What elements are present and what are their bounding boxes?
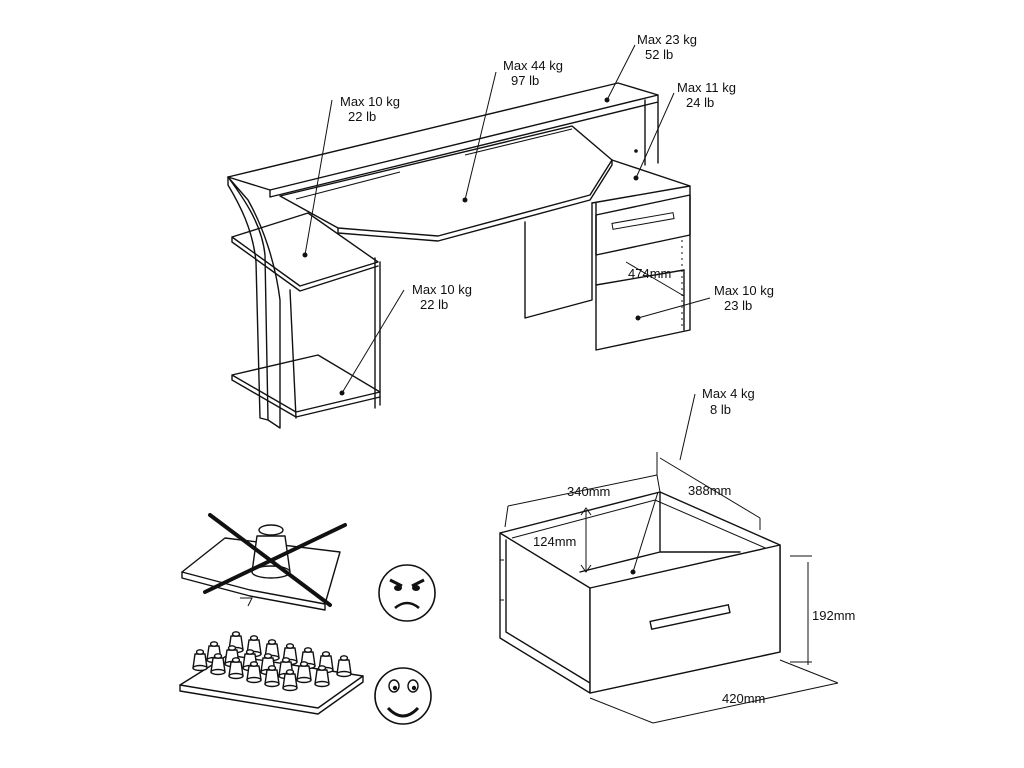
desk-left-lower-shelf [231,354,381,418]
small-weight-icon [296,661,312,684]
desk-center-pedestal [524,202,593,319]
desk-left-leg [227,176,281,429]
right-top-kg: Max 11 kg [677,80,736,95]
small-weight-icon [336,655,352,678]
callout-top-shelf: Max 23 kg 52 lb [604,32,697,103]
desk-top-shelf [227,82,659,198]
small-weight-icon [210,653,226,676]
small-weight-icon [228,657,244,680]
right-lower-kg: Max 10 kg [714,283,774,298]
callout-left-upper-shelf: Max 10 kg 22 lb [302,94,400,258]
top-shelf-kg: Max 23 kg [637,32,697,47]
right-top-lb: 24 lb [686,95,714,110]
small-weight-icon [246,661,262,684]
left-lower-kg: Max 10 kg [412,282,472,297]
left-upper-kg: Max 10 kg [340,94,400,109]
top-shelf-lb: 52 lb [645,47,673,62]
right-lower-lb: 23 lb [724,298,752,313]
shelf-depth-label: 474mm [628,266,671,281]
callout-left-lower-shelf: Max 10 kg 22 lb [339,282,472,396]
desk-right-cabinet [591,159,691,351]
drawer-load-lb: 8 lb [710,402,731,417]
desk-illustration: 474mm Max 23 kg 52 lb Max 44 kg 97 lb Ma… [227,32,774,429]
small-weight-icon [192,649,208,672]
small-weight-icon [314,665,330,688]
callout-right-top: Max 11 kg 24 lb [633,80,736,181]
desktop-kg: Max 44 kg [503,58,563,73]
desk-left-upper-shelf [231,212,379,292]
drawer-width-label: 340mm [567,484,610,499]
desktop-lb: 97 lb [511,73,539,88]
correct-loading-illustration [179,631,432,725]
incorrect-loading-illustration [181,513,436,622]
drawer-front-height-label: 192mm [812,608,855,623]
drawer-load-kg: Max 4 kg [702,386,755,401]
small-weight-icon [282,669,298,692]
happy-face-icon [374,667,432,725]
desk-right-lower-shelf [595,269,685,331]
desk-hutch-upright [644,99,659,166]
cross-mark-icon [203,513,347,607]
distributed-weights [192,631,352,692]
small-weight-icon [264,665,280,688]
desk-drawer-handle [611,212,675,230]
callout-drawer-load: Max 4 kg 8 lb [630,386,755,575]
angry-face-icon [378,564,436,622]
desk-desktop [279,125,613,237]
drawer-illustration: 340mm 388mm 124mm 192mm 420mm Max 4 kg 8… [499,386,855,724]
left-lower-lb: 22 lb [420,297,448,312]
left-upper-lb: 22 lb [348,109,376,124]
callout-right-lower-shelf: Max 10 kg 23 lb [635,283,774,321]
callout-desktop: Max 44 kg 97 lb [462,58,563,203]
drawer-handle [649,604,731,630]
drawer-depth-label: 388mm [688,483,731,498]
drawer-front-width-label: 420mm [722,691,765,706]
desk-left-shelf-frame [289,257,381,419]
desk-drawer-front [595,194,691,256]
drawer-inner-height-label: 124mm [533,534,576,549]
